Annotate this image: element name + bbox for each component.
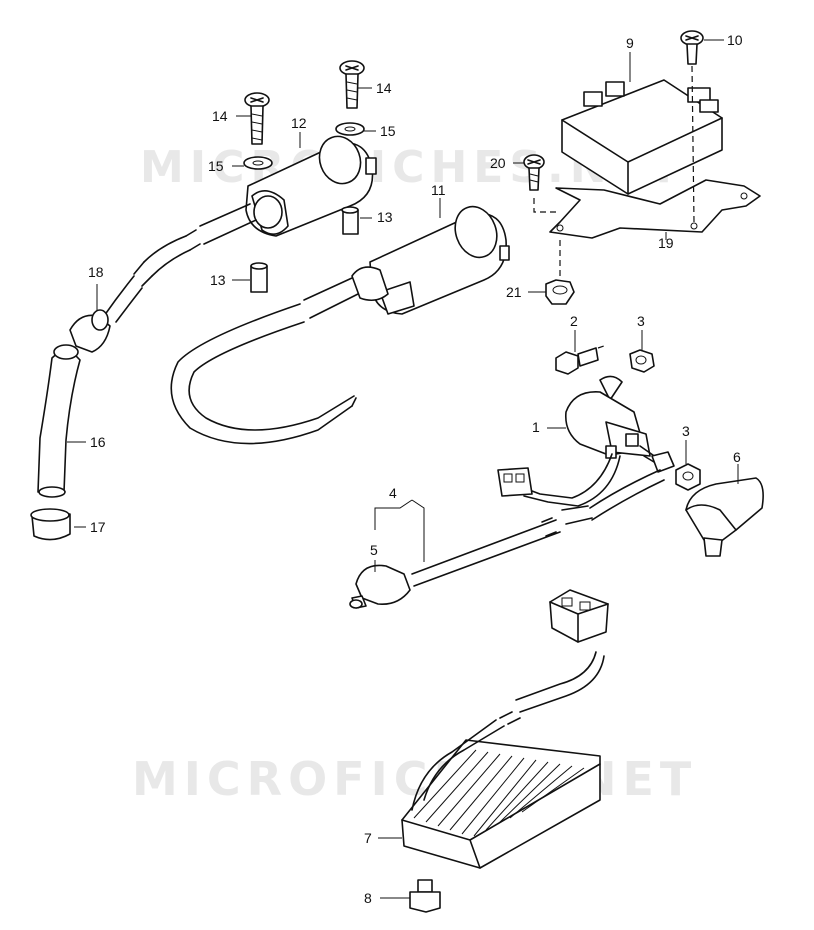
callout-20: 20 (490, 155, 506, 171)
lead-wire-11 (170, 303, 357, 445)
screw-14-left (244, 92, 270, 145)
regulator-7 (401, 739, 601, 869)
callout-15-left: 15 (208, 158, 224, 174)
bracket-19 (549, 179, 761, 239)
callout-4: 4 (389, 485, 397, 501)
washer-15-right-hole (344, 126, 356, 132)
spacer-13-upper (341, 206, 359, 235)
callout-18: 18 (88, 264, 104, 280)
cap-6 (685, 477, 764, 557)
spacer-13-lower (250, 262, 268, 293)
ignition-coil-12 (199, 135, 377, 245)
plug-boot-16 (37, 344, 81, 498)
callout-14-right: 14 (376, 80, 392, 96)
callout-1: 1 (532, 419, 540, 435)
callout-17: 17 (90, 519, 106, 535)
screw-10 (680, 30, 704, 223)
nut-3-lower (675, 463, 701, 491)
nut-21 (545, 240, 575, 305)
regulator-cable (411, 651, 605, 811)
relay-coupler (497, 467, 533, 497)
ignition-coil-11 (303, 205, 510, 319)
screw-20 (523, 154, 558, 213)
regulator-coupler (549, 589, 609, 643)
plug-cap-18 (69, 309, 111, 353)
callout-21: 21 (506, 284, 522, 300)
callout-5: 5 (370, 542, 378, 558)
starter-relay-1 (564, 375, 651, 459)
callout-9: 9 (626, 35, 634, 51)
cdi-unit-9 (561, 79, 723, 195)
callout-6: 6 (733, 449, 741, 465)
starter-cable-4 (411, 505, 593, 587)
callout-13-lower: 13 (210, 272, 226, 288)
washer-15-left-hole (252, 160, 264, 166)
cover-17 (30, 508, 71, 541)
lead-wire-12 (103, 229, 201, 323)
washer-15-left (243, 156, 273, 170)
washer-15-right (335, 122, 365, 136)
bolt-8 (409, 879, 441, 913)
callout-8: 8 (364, 890, 372, 906)
wire-terminal (589, 451, 675, 521)
callout-12: 12 (291, 115, 307, 131)
callout-14-left: 14 (212, 108, 228, 124)
nut-3-upper (629, 349, 655, 373)
callout-16: 16 (90, 434, 106, 450)
callout-3-upper: 3 (637, 313, 645, 329)
callout-15-right: 15 (380, 123, 396, 139)
callout-13-upper: 13 (377, 209, 393, 225)
terminal-cap-5 (349, 564, 411, 609)
bolt-2 (555, 345, 605, 375)
callout-11: 11 (431, 182, 446, 198)
screw-14-right (339, 60, 365, 109)
callout-2: 2 (570, 313, 578, 329)
callout-19: 19 (658, 235, 674, 251)
callout-7: 7 (364, 830, 372, 846)
leader-lines (67, 39, 739, 899)
callout-10: 10 (727, 32, 743, 48)
callout-3-lower: 3 (682, 423, 690, 439)
